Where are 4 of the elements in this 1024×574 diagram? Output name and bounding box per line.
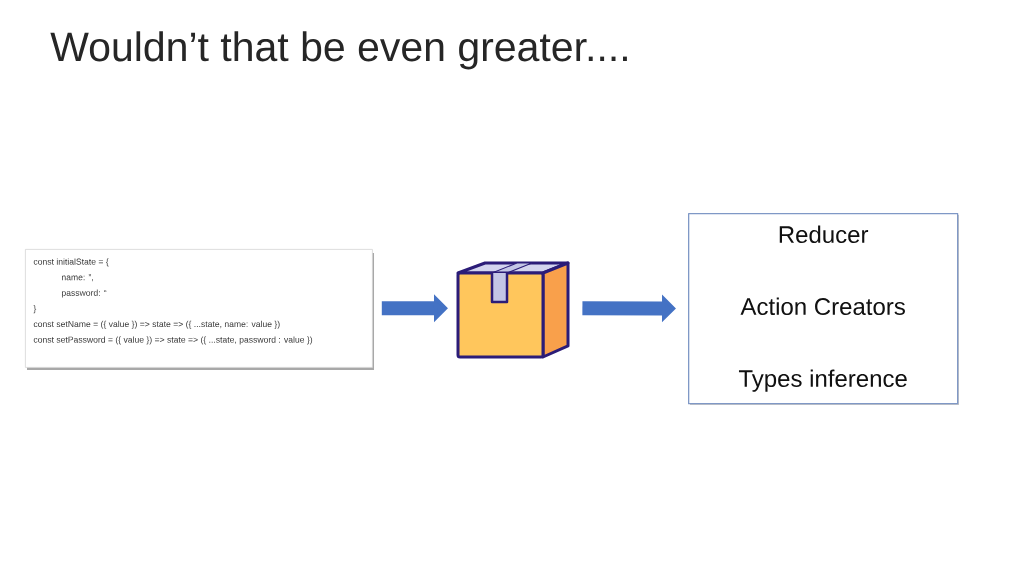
code-snippet: const initialState = { name: ”, password: “ } const setName = ({ value }) => state => ({ ...state, name: value }) const setPassword = ({ value }) => state => ({ ...state, password : value }) (25, 249, 374, 370)
text-box: Reducer Action Creators Types inference (688, 213, 959, 405)
box-illustration (456, 261, 570, 359)
slide-title: Wouldn’t that be even greater.... (50, 31, 627, 70)
